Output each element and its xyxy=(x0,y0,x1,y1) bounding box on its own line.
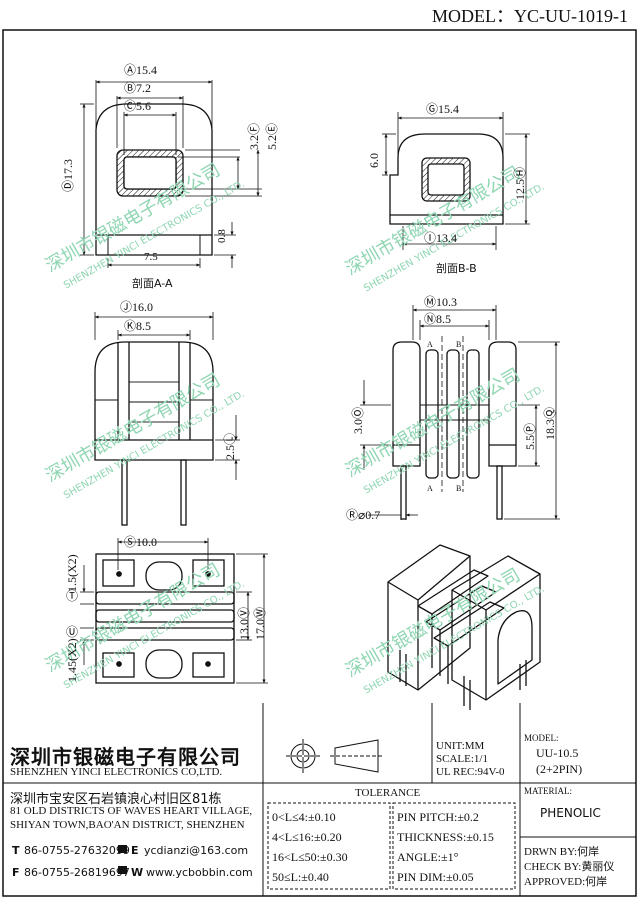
dim-m: Ⓜ10.3 xyxy=(424,295,458,309)
model-header-label: MODEL： xyxy=(432,6,514,26)
caption-section-a: 剖面A-A xyxy=(132,277,173,290)
dim-1-45: 1.45(X2) xyxy=(65,638,79,682)
dim-h: 12.5Ⓗ xyxy=(513,166,527,200)
front-dims xyxy=(94,312,240,480)
material-label: MATERIAL: xyxy=(524,786,572,796)
dim-n: Ⓝ8.5 xyxy=(424,312,452,326)
model-header-value: YC-UU-1019-1 xyxy=(514,6,628,26)
model-header: MODEL：YC-UU-1019-1 xyxy=(432,6,628,26)
dim-f: 3.2Ⓕ xyxy=(247,122,261,150)
dim-o: 3.0Ⓞ xyxy=(351,406,365,434)
dim-u: Ⓤ xyxy=(66,625,79,639)
tolerance-title: TOLERANCE xyxy=(355,787,421,799)
web-value: www.ycbobbin.com xyxy=(146,866,253,879)
tel-label: T xyxy=(12,844,20,857)
section-a-view xyxy=(95,103,213,256)
spec-1: PIN PITCH:±0.2 xyxy=(397,810,479,824)
contact-icons xyxy=(118,845,127,874)
material-value: PHENOLIC xyxy=(540,806,601,820)
check-by: CHECK BY:黄丽仪 xyxy=(524,861,615,873)
isometric-view xyxy=(387,544,541,710)
section-mark-b-top: B xyxy=(456,340,462,349)
approved-by: APPROVED:何岸 xyxy=(524,876,608,888)
dim-a: Ⓐ15.4 xyxy=(124,63,158,77)
projection-symbol xyxy=(286,739,384,773)
web-label: W xyxy=(131,866,144,879)
tolerance-1: 0<L≤4:±0.10 xyxy=(272,810,336,824)
dim-p: 5.5Ⓟ xyxy=(523,422,537,450)
drawn-by: DRWN BY:何岸 xyxy=(524,846,600,858)
email-label: E xyxy=(131,844,139,857)
dim-l: 2.5Ⓛ xyxy=(223,432,237,460)
address-cn: 深圳市宝安区石岩镇浪心村旧区81栋 xyxy=(10,792,222,807)
dim-r: Ⓡ⌀0.7 xyxy=(346,508,381,522)
address-en-2: SHIYAN TOWN,BAO'AN DISTRICT, SHENZHEN xyxy=(10,819,245,831)
fax-value: 86-0755-26819697 xyxy=(24,866,130,879)
dim-e: 5.2Ⓔ xyxy=(265,122,279,150)
front-view xyxy=(94,341,214,526)
dim-7-5: 7.5 xyxy=(144,251,158,263)
section-mark-a-bottom: A xyxy=(427,484,433,493)
ul-rec: UL REC:94V-0 xyxy=(436,766,505,778)
dim-j: Ⓙ16.0 xyxy=(120,300,154,314)
company-name-cn: 深圳市银磁电子有限公司 xyxy=(10,745,241,769)
section-mark-a-top: A xyxy=(427,340,433,349)
side-view xyxy=(392,336,517,520)
email-value: ycdianzi@163.com xyxy=(144,844,249,857)
dim-w: 17.0Ⓦ xyxy=(253,606,267,640)
spec-4: PIN DIM:±0.05 xyxy=(397,870,474,884)
bottom-view xyxy=(95,553,235,684)
dim-g: Ⓖ15.4 xyxy=(426,102,460,116)
section-b-view xyxy=(389,133,504,225)
tolerance-4: 50≤L:±0.40 xyxy=(272,870,329,884)
dim-s: Ⓢ10.0 xyxy=(124,535,158,549)
dim-6-0: 6.0 xyxy=(367,153,381,168)
dim-v: 13.0Ⓥ xyxy=(237,606,251,640)
unit: UNIT:MM xyxy=(436,740,485,752)
side-dims xyxy=(360,305,560,520)
caption-section-b: 剖面B-B xyxy=(436,262,477,275)
section-b-dims xyxy=(382,112,530,250)
spec-3: ANGLE:±1° xyxy=(397,850,459,864)
address-en-1: 81 OLD DISTRICTS OF WAVES HEART VILLAGE, xyxy=(10,805,253,817)
title-block-lines xyxy=(3,703,636,896)
section-mark-b-bottom: B xyxy=(456,484,462,493)
dim-0-8: 0.8 xyxy=(216,229,228,243)
tolerance-2: 4<L≤16:±0.20 xyxy=(272,830,342,844)
dim-i: Ⓘ13.4 xyxy=(424,231,458,245)
model-value-1: UU-10.5 xyxy=(536,746,579,760)
dim-c: Ⓒ5.6 xyxy=(124,99,152,113)
spec-2: THICKNESS:±0.15 xyxy=(397,830,494,844)
tel-value: 86-0755-27632099 xyxy=(24,844,130,857)
scale: SCALE:1/1 xyxy=(436,753,488,765)
dim-1-5: 1.5(X2) xyxy=(65,554,79,592)
tolerance-3: 16<L≤50:±0.30 xyxy=(272,850,348,864)
dim-d: Ⓓ17.3 xyxy=(61,158,75,192)
dim-q: 18.3Ⓠ xyxy=(543,406,557,440)
fax-label: F xyxy=(12,866,20,879)
model-label: MODEL: xyxy=(524,733,559,743)
section-a-dims xyxy=(80,80,262,268)
model-value-2: (2+2PIN) xyxy=(536,762,583,776)
dim-t: Ⓣ xyxy=(66,589,79,603)
dim-b: Ⓑ7.2 xyxy=(124,81,152,95)
bottom-dims xyxy=(80,538,268,684)
company-name-en: SHENZHEN YINCI ELECTRONICS CO,LTD. xyxy=(10,766,223,778)
dim-k: Ⓚ8.5 xyxy=(124,319,152,333)
